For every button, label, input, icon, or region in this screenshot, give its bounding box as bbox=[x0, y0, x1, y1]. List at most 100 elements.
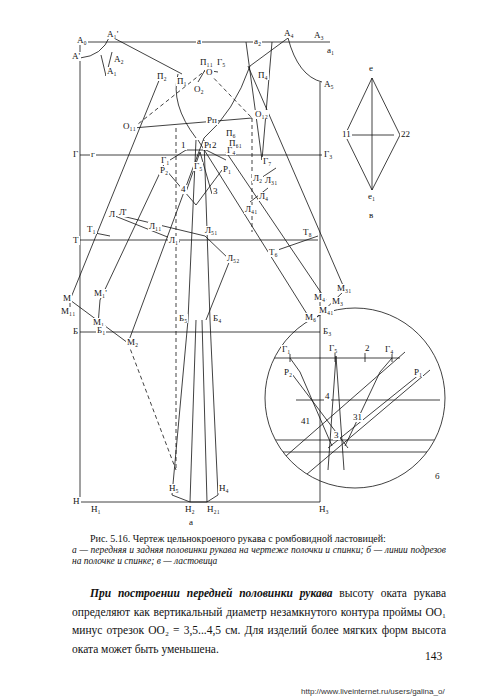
point-label: Н bbox=[72, 497, 81, 506]
pattern-line bbox=[186, 152, 212, 194]
point-label: е bbox=[368, 64, 374, 73]
point-label: Р₂ bbox=[159, 166, 169, 175]
point-label: А₄ bbox=[283, 29, 295, 38]
pattern-line bbox=[176, 74, 196, 138]
figure-caption-title: Рис. 5.16. Чертеж цельнокроеного рукава … bbox=[72, 533, 446, 545]
point-label: 3 bbox=[212, 187, 219, 196]
gusset-diamond bbox=[345, 78, 400, 190]
point-label: 4 bbox=[180, 185, 187, 194]
point-label: А₂ bbox=[113, 55, 125, 64]
point-label: П₂ bbox=[156, 72, 168, 81]
pattern-line bbox=[270, 352, 405, 470]
point-label: Р₁ bbox=[222, 165, 232, 174]
pattern-line bbox=[80, 42, 330, 43]
point-label: е₁ bbox=[367, 192, 376, 201]
point-label: О bbox=[205, 68, 214, 77]
point-label: А₀ bbox=[76, 36, 88, 45]
point-label: М₄ bbox=[313, 293, 326, 302]
pattern-line bbox=[176, 128, 177, 470]
point-label: Л₃₁ bbox=[264, 176, 278, 185]
pattern-line bbox=[246, 42, 272, 160]
point-label: 1 bbox=[180, 141, 187, 150]
point-label: Г₅ bbox=[216, 58, 226, 67]
point-label: Г₃ bbox=[323, 150, 333, 159]
pattern-line bbox=[265, 358, 400, 359]
point-label: Л bbox=[108, 210, 116, 219]
pattern-line bbox=[128, 343, 176, 470]
point-label: О₁₁ bbox=[122, 122, 137, 131]
pattern-line bbox=[172, 495, 218, 502]
point-label: Л₁₁ bbox=[148, 222, 162, 231]
point-label: Н₄ bbox=[218, 484, 230, 493]
point-label: 2 bbox=[364, 344, 371, 353]
point-label: Т bbox=[72, 236, 80, 245]
detail-circle bbox=[265, 308, 445, 488]
pattern-line bbox=[250, 168, 276, 202]
pattern-line bbox=[190, 320, 207, 502]
point-label: О₁₂ bbox=[254, 110, 269, 119]
point-label: М₃ bbox=[331, 297, 344, 306]
point-label: Л₁ bbox=[168, 236, 179, 245]
point-label: 2 bbox=[211, 141, 218, 150]
pattern-line bbox=[290, 358, 332, 446]
point-label: А₁ bbox=[106, 67, 118, 76]
point-label: Н₃ bbox=[318, 505, 330, 514]
point-label: Б₃ bbox=[322, 327, 332, 336]
point-label: Г₅ bbox=[328, 344, 338, 353]
pattern-line bbox=[288, 38, 322, 82]
point-label: Б₁ bbox=[96, 326, 106, 335]
point-label: 31 bbox=[352, 413, 363, 422]
point-label: в bbox=[368, 211, 374, 220]
point-label: Н₂₁ bbox=[206, 505, 221, 514]
point-label: б bbox=[434, 472, 441, 481]
point-label: Т₁ bbox=[86, 225, 97, 234]
point-label: О₂ bbox=[193, 85, 205, 94]
point-label: Л₄ bbox=[258, 192, 269, 201]
point-label: а bbox=[196, 37, 202, 46]
pattern-line bbox=[328, 356, 344, 470]
point-label: П₄ bbox=[257, 71, 269, 80]
point-label: 4 bbox=[324, 392, 331, 401]
pattern-line bbox=[265, 440, 445, 452]
point-label: М₁' bbox=[93, 289, 108, 298]
point-label: Л₅₁ bbox=[204, 226, 218, 235]
point-label: Т₈ bbox=[302, 228, 313, 237]
body-heading: При построении передней половинки рукава bbox=[90, 587, 333, 599]
point-label: Л₂ bbox=[252, 174, 263, 183]
figure-caption: Рис. 5.16. Чертеж цельнокроеного рукава … bbox=[72, 533, 446, 567]
point-label: М₆ bbox=[304, 313, 317, 322]
point-label: 3 bbox=[333, 431, 340, 440]
point-label: Г₇ bbox=[262, 157, 272, 166]
point-label: Б bbox=[72, 327, 79, 336]
point-label: Г₄ bbox=[226, 146, 236, 155]
point-label: А₃ bbox=[313, 31, 325, 40]
point-label: а bbox=[188, 518, 194, 527]
watermark: http://www.liveinternet.ru/users/galina_… bbox=[300, 688, 446, 696]
point-label: М₄₁ bbox=[318, 306, 334, 315]
point-label: Р₂ bbox=[283, 368, 293, 377]
pattern-line bbox=[250, 38, 288, 66]
pattern-line bbox=[345, 78, 400, 190]
main-drawing bbox=[70, 36, 345, 502]
point-label: Л' bbox=[118, 208, 128, 217]
pattern-line bbox=[80, 42, 81, 502]
pattern-line bbox=[226, 152, 326, 300]
point-label: П₁₁ bbox=[199, 58, 214, 67]
point-label: П₁ bbox=[176, 77, 188, 86]
pattern-line bbox=[265, 308, 445, 488]
point-label: Б₄ bbox=[212, 314, 222, 323]
point-label: Л₄₁ bbox=[244, 205, 258, 214]
pattern-line bbox=[133, 70, 252, 128]
pattern-line bbox=[70, 300, 128, 343]
pattern-line bbox=[290, 352, 392, 362]
pattern-line bbox=[372, 78, 373, 190]
point-label: Г₅ bbox=[193, 162, 203, 171]
point-label: А₅ bbox=[323, 80, 335, 89]
point-label: а₂ bbox=[253, 37, 262, 46]
pattern-line bbox=[204, 66, 250, 138]
point-label: Г₁ bbox=[281, 345, 291, 354]
point-label: а₁ bbox=[326, 46, 335, 55]
point-label: М bbox=[62, 294, 72, 303]
pattern-line bbox=[80, 332, 320, 333]
point-label: А₁' bbox=[106, 30, 119, 39]
